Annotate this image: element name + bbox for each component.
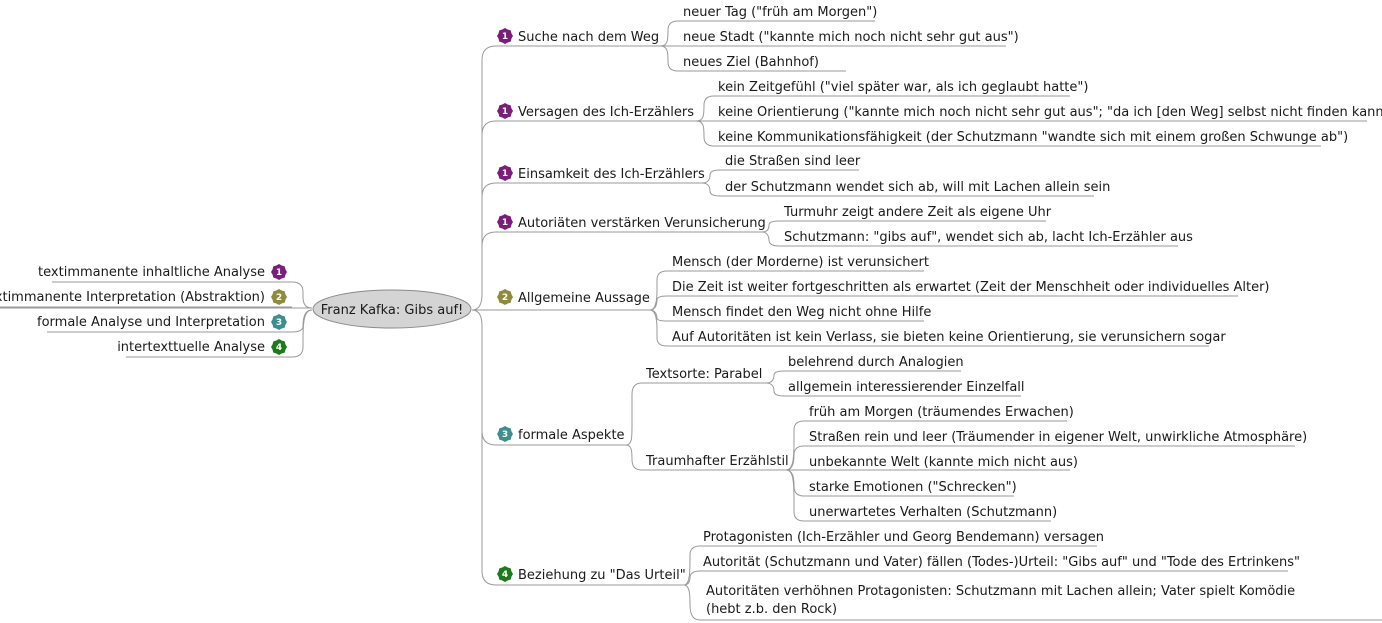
left-branch-label: intertexttuelle Analyse — [117, 340, 265, 355]
branch-label: Autoriäten verstärken Verunsicherung — [518, 216, 766, 231]
branch-versagen[interactable]: 1 Versagen des Ich-Erzählers — [497, 103, 694, 120]
leaf-topic[interactable]: Die Zeit ist weiter fortgeschritten als … — [672, 280, 1270, 295]
left-branch-label: formale Analyse und Interpretation — [37, 315, 265, 330]
priority-1-icon: 1 — [497, 103, 513, 119]
priority-1-icon: 1 — [271, 264, 287, 280]
leaf-topic[interactable]: Turmuhr zeigt andere Zeit als eigene Uhr — [783, 205, 1052, 220]
leaf-topic[interactable]: keine Orientierung ("kannte mich noch ni… — [718, 105, 1382, 120]
svg-text:3: 3 — [276, 318, 282, 328]
branch-label: Versagen des Ich-Erzählers — [518, 105, 694, 120]
left-branch-3[interactable]: formale Analyse und Interpretation 3 — [37, 314, 287, 330]
leaf-topic[interactable]: neuer Tag ("früh am Morgen") — [683, 5, 877, 20]
priority-1-icon: 1 — [497, 28, 513, 44]
leaf-topic[interactable]: Straßen rein und leer (Träumender in eig… — [809, 430, 1307, 445]
subtopic-erzaehlstil[interactable]: Traumhafter Erzählstil — [645, 454, 789, 469]
central-topic[interactable]: Franz Kafka: Gibs auf! — [312, 289, 472, 329]
leaf-topic[interactable]: unerwartetes Verhalten (Schutzmann) — [809, 505, 1057, 520]
leaf-topic[interactable]: Schutzmann: "gibs auf", wendet sich ab, … — [784, 230, 1193, 245]
leaf-topic[interactable]: Auf Autoritäten ist kein Verlass, sie bi… — [672, 330, 1226, 345]
priority-2-icon: 2 — [497, 289, 513, 305]
svg-text:1: 1 — [502, 169, 508, 179]
leaf-topic[interactable]: Mensch findet den Weg nicht ohne Hilfe — [672, 305, 931, 320]
priority-3-icon: 3 — [497, 426, 513, 442]
branch-label: Suche nach dem Weg — [518, 30, 659, 45]
left-branch-4[interactable]: intertexttuelle Analyse 4 — [117, 339, 287, 355]
priority-4-icon: 4 — [497, 566, 513, 582]
left-branch-label: textimmanente Interpretation (Abstraktio… — [0, 290, 265, 305]
svg-text:1: 1 — [502, 107, 508, 117]
leaf-topic[interactable]: unbekannte Welt (kannte mich nicht aus) — [809, 455, 1078, 470]
leaf-topic[interactable]: Autoritäten verhöhnen Protagonisten: Sch… — [706, 584, 1295, 617]
leaf-topic[interactable]: neue Stadt ("kannte mich noch nicht sehr… — [683, 30, 1019, 45]
svg-text:1: 1 — [502, 32, 508, 42]
left-branch-2[interactable]: textimmanente Interpretation (Abstraktio… — [0, 289, 287, 305]
svg-text:4: 4 — [502, 570, 508, 580]
branch-beziehung-urteil[interactable]: 4 Beziehung zu "Das Urteil" — [497, 566, 686, 583]
svg-text:1: 1 — [276, 268, 282, 278]
branch-label: Beziehung zu "Das Urteil" — [518, 568, 686, 583]
svg-text:4: 4 — [276, 343, 282, 353]
branch-autoritaeten[interactable]: 1 Autoriäten verstärken Verunsicherung — [497, 214, 766, 231]
subtopic-textsorte[interactable]: Textsorte: Parabel — [645, 367, 762, 382]
leaf-topic[interactable]: der Schutzmann wendet sich ab, will mit … — [725, 180, 1110, 195]
leaf-topic[interactable]: allgemein interessierender Einzelfall — [788, 380, 1025, 395]
branch-suche-nach-dem-weg[interactable]: 1 Suche nach dem Weg — [497, 28, 659, 45]
leaf-topic[interactable]: Mensch (der Morderne) ist verunsichert — [672, 255, 929, 270]
priority-1-icon: 1 — [497, 165, 513, 181]
branch-allgemeine-aussage[interactable]: 2 Allgemeine Aussage — [497, 289, 650, 306]
priority-3-icon: 3 — [271, 314, 287, 330]
leaf-topic[interactable]: Protagonisten (Ich-Erzähler und Georg Be… — [703, 530, 1104, 545]
leaf-topic[interactable]: neues Ziel (Bahnhof) — [683, 55, 819, 70]
branch-einsamkeit[interactable]: 1 Einsamkeit des Ich-Erzählers — [497, 165, 705, 182]
branch-label: Allgemeine Aussage — [518, 291, 650, 306]
svg-text:1: 1 — [502, 218, 508, 228]
svg-text:2: 2 — [276, 293, 282, 303]
leaf-topic[interactable]: keine Kommunikationsfähigkeit (der Schut… — [718, 130, 1348, 145]
leaf-topic[interactable]: belehrend durch Analogien — [788, 355, 964, 370]
leaf-topic[interactable]: kein Zeitgefühl ("viel später war, als i… — [718, 80, 1088, 95]
branch-label: formale Aspekte — [518, 428, 625, 443]
left-branch-label: textimmanente inhaltliche Analyse — [38, 265, 265, 280]
priority-1-icon: 1 — [497, 214, 513, 230]
leaf-topic[interactable]: starke Emotionen ("Schrecken") — [809, 480, 1017, 495]
branch-formale-aspekte[interactable]: 3 formale Aspekte — [497, 426, 625, 443]
central-topic-label: Franz Kafka: Gibs auf! — [321, 303, 464, 318]
leaf-topic[interactable]: früh am Morgen (träumendes Erwachen) — [809, 405, 1074, 420]
priority-4-icon: 4 — [271, 339, 287, 355]
svg-text:2: 2 — [502, 293, 508, 303]
left-branch-1[interactable]: textimmanente inhaltliche Analyse 1 — [38, 264, 287, 280]
priority-2-icon: 2 — [271, 289, 287, 305]
leaf-topic[interactable]: die Straßen sind leer — [725, 154, 861, 169]
leaf-topic[interactable]: Autorität (Schutzmann und Vater) fällen … — [703, 555, 1300, 570]
svg-text:3: 3 — [502, 430, 508, 440]
branch-label: Einsamkeit des Ich-Erzählers — [518, 167, 705, 182]
